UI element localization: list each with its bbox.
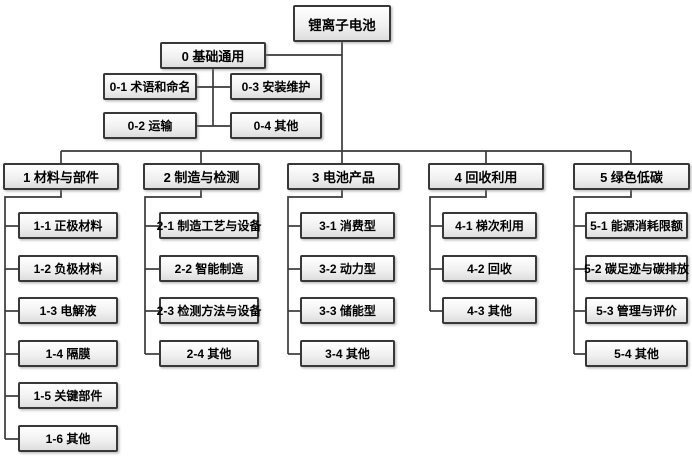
node-5-green-low-carbon: 5 绿色低碳	[573, 163, 690, 190]
node-root: 锂离子电池	[293, 5, 391, 42]
node-3-battery-products: 3 电池产品	[287, 163, 400, 190]
node-4-3-other: 4-3 其他	[442, 297, 537, 324]
node-1-materials-components: 1 材料与部件	[3, 163, 119, 190]
node-1-3-electrolyte: 1-3 电解液	[18, 297, 118, 324]
node-3-1-consumer-type: 3-1 消费型	[300, 212, 395, 239]
node-1-4-separator: 1-4 隔膜	[18, 340, 118, 367]
node-0-3-installation: 0-3 安装维护	[230, 73, 322, 100]
node-5-3-management-evaluation: 5-3 管理与评价	[585, 297, 688, 324]
node-1-6-other: 1-6 其他	[18, 425, 118, 452]
node-3-2-power-type: 3-2 动力型	[300, 255, 395, 282]
node-1-1-cathode-materials: 1-1 正极材料	[18, 212, 118, 239]
node-0-basic-general: 0 基础通用	[160, 42, 266, 69]
node-4-2-recovery: 4-2 回收	[442, 255, 537, 282]
node-0-4-other: 0-4 其他	[230, 112, 322, 139]
node-0-1-terminology: 0-1 术语和命名	[103, 73, 197, 100]
node-5-1-energy-consumption-quota: 5-1 能源消耗限额	[585, 212, 688, 239]
node-1-2-anode-materials: 1-2 负极材料	[18, 255, 118, 282]
node-2-manufacturing-testing: 2 制造与检测	[143, 163, 260, 190]
node-3-4-other: 3-4 其他	[300, 340, 395, 367]
node-2-3-test-methods-equipment: 2-3 检测方法与设备	[157, 297, 261, 324]
node-2-4-other: 2-4 其他	[159, 340, 259, 367]
node-1-5-key-components: 1-5 关键部件	[18, 382, 118, 409]
node-4-1-cascade-utilization: 4-1 梯次利用	[442, 212, 537, 239]
node-2-2-smart-manufacturing: 2-2 智能制造	[159, 255, 259, 282]
node-5-4-other: 5-4 其他	[585, 340, 688, 367]
node-2-1-process-equipment: 2-1 制造工艺与设备	[157, 212, 261, 239]
node-0-2-transport: 0-2 运输	[103, 112, 197, 139]
node-3-3-energy-storage-type: 3-3 储能型	[300, 297, 395, 324]
node-4-recycling: 4 回收利用	[428, 163, 544, 190]
node-5-2-carbon-footprint-emissions: 5-2 碳足迹与碳排放	[584, 255, 689, 282]
